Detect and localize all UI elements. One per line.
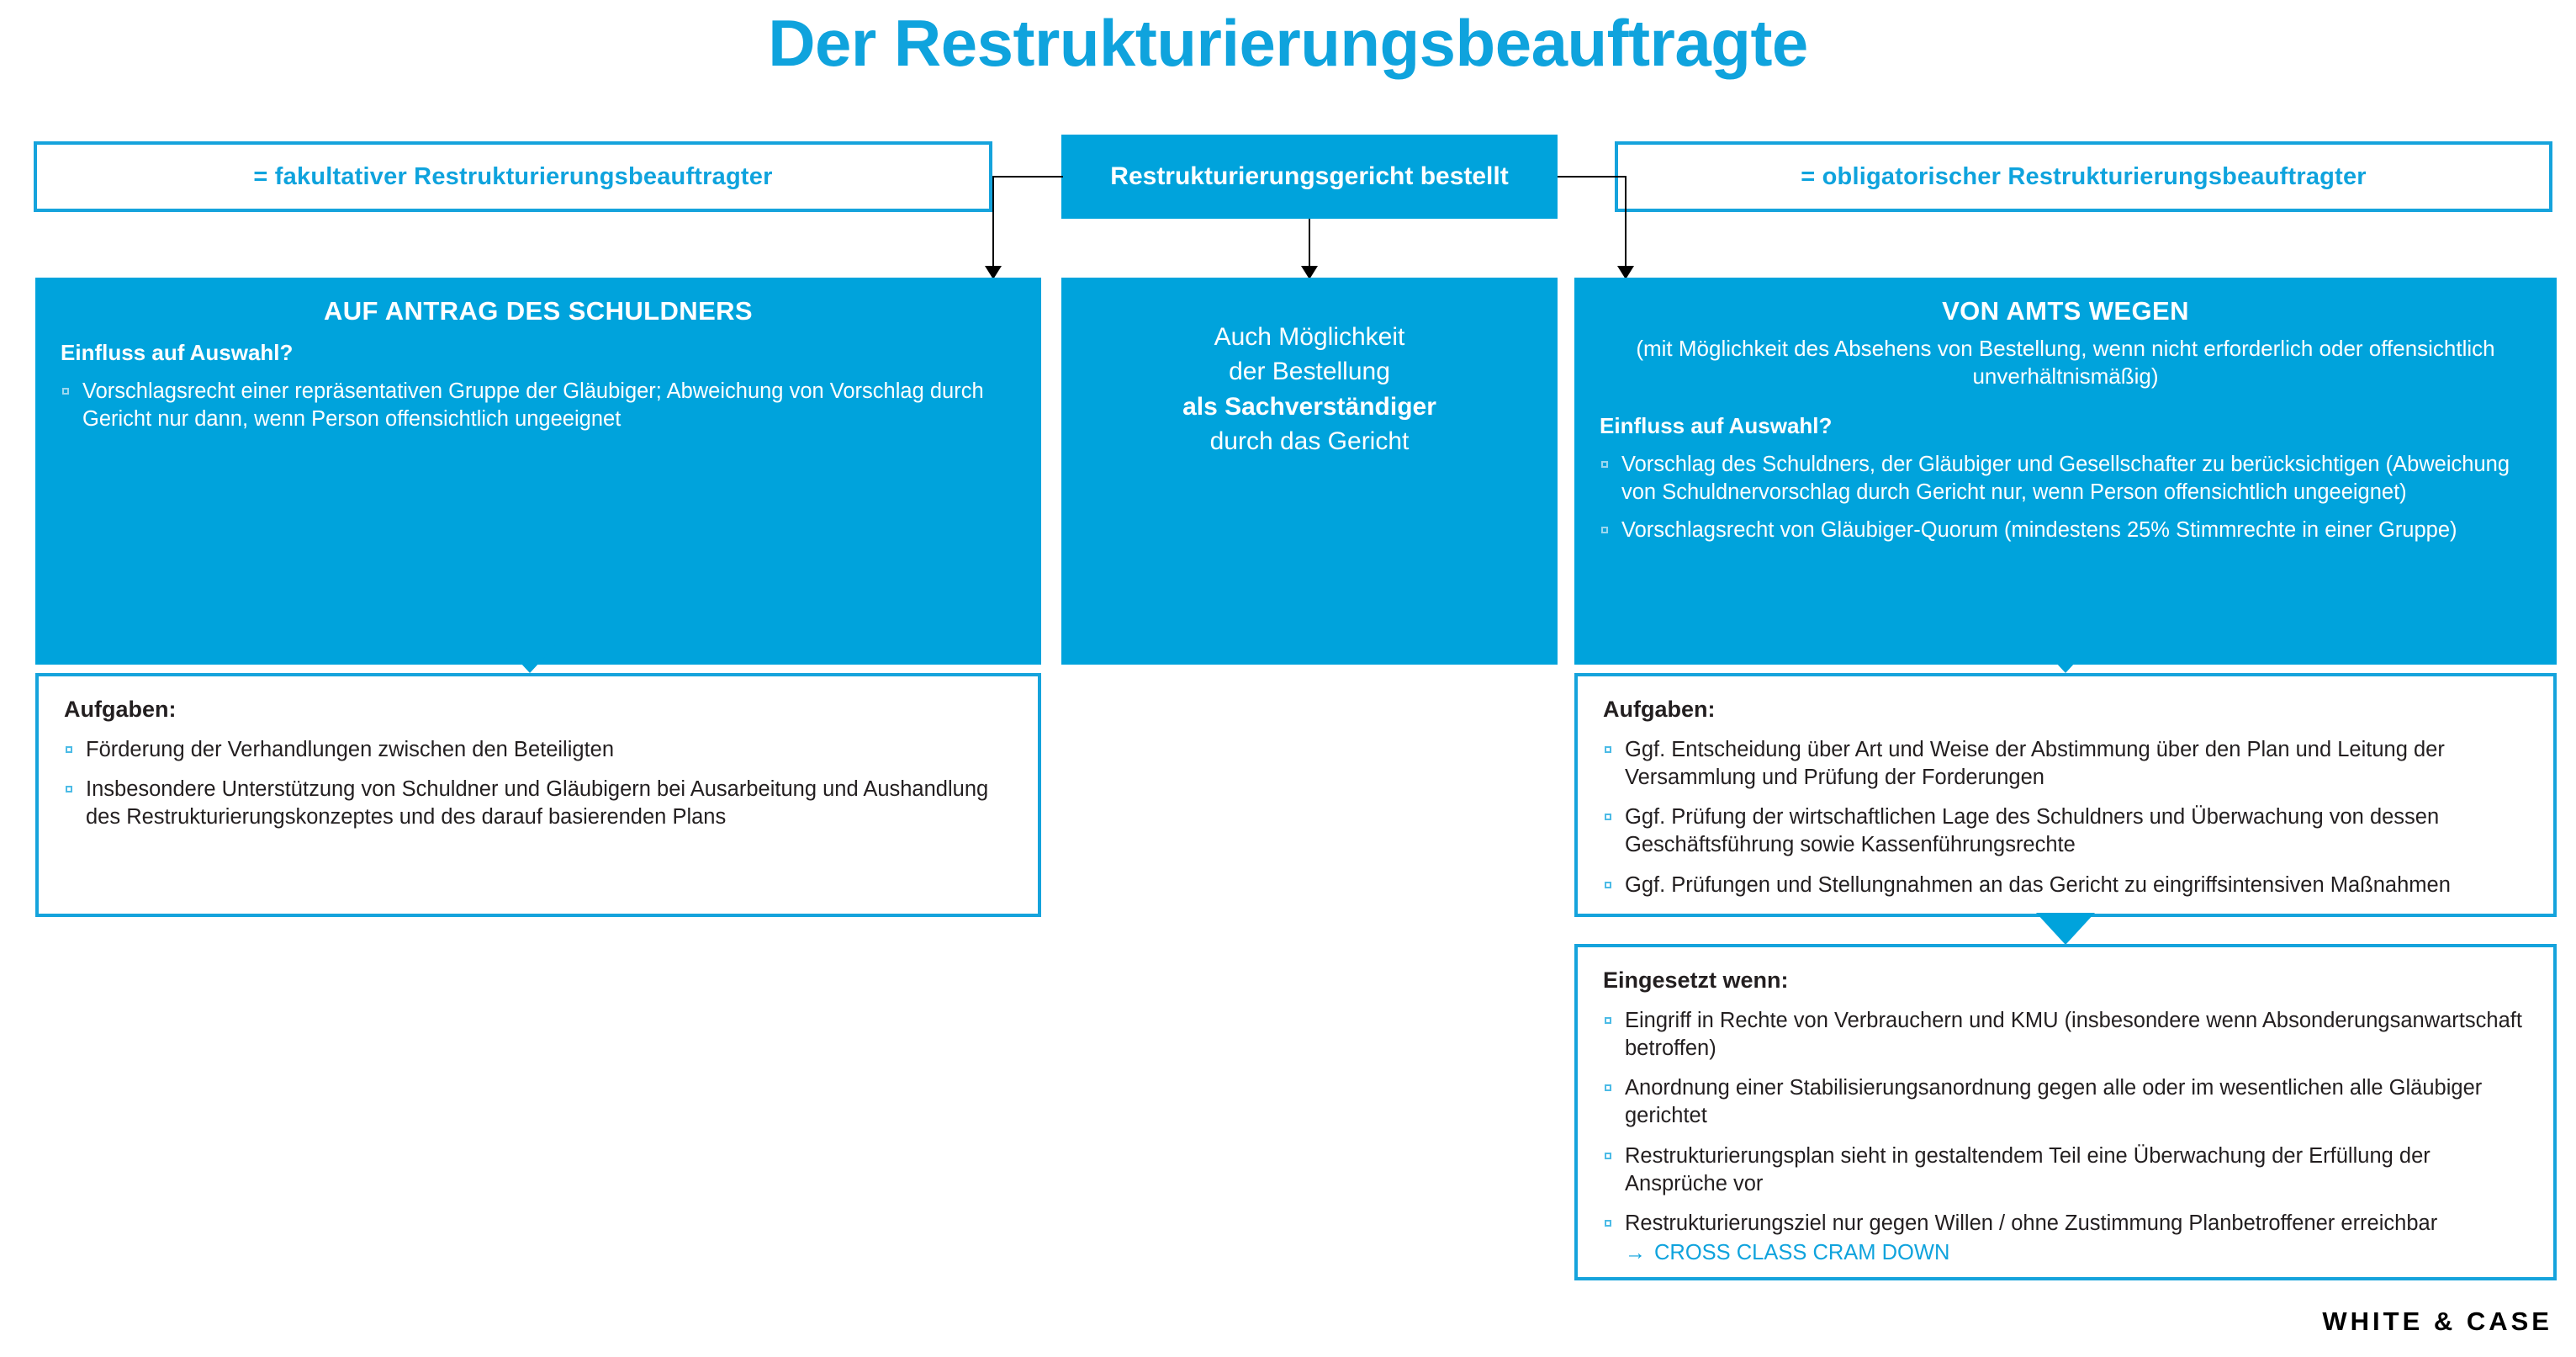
middle-line-4: durch das Gericht <box>1209 427 1410 456</box>
list-item: Ggf. Prüfungen und Stellungnahmen an das… <box>1603 872 2530 899</box>
left-flow-triangle <box>500 641 559 673</box>
right-panel-von-amts-wegen: VON AMTS WEGEN (mit Möglichkeit des Abse… <box>1574 278 2557 665</box>
left-tasks-box: Aufgaben: Förderung der Verhandlungen zw… <box>35 673 1041 917</box>
list-item: Insbesondere Unterstützung von Schuldner… <box>64 776 1014 831</box>
middle-line-2: der Bestellung <box>1229 358 1390 386</box>
right-tasks-box: Aufgaben: Ggf. Entscheidung über Art und… <box>1574 673 2557 917</box>
list-item: Ggf. Prüfung der wirtschaftlichen Lage d… <box>1603 803 2530 859</box>
legend-box-obligatorisch: = obligatorischer Restrukturierungsbeauf… <box>1615 141 2552 212</box>
right-panel-subheading: Einfluss auf Auswahl? <box>1600 412 1833 438</box>
middle-line-3-bold: als Sachverständiger <box>1182 392 1436 421</box>
list-item-with-note: Restrukturierungsziel nur gegen Willen /… <box>1603 1210 2530 1267</box>
court-appointment-label: Restrukturierungsgericht bestellt <box>1110 162 1509 190</box>
middle-panel-sachverstaendiger: Auch Möglichkeit der Bestellung als Sach… <box>1061 278 1558 665</box>
cross-class-cram-down-note: → CROSS CLASS CRAM DOWN <box>1625 1239 2530 1267</box>
court-appointment-box: Restrukturierungsgericht bestellt <box>1061 135 1558 219</box>
middle-line-1: Auch Möglichkeit <box>1214 323 1405 351</box>
left-panel-subheading: Einfluss auf Auswahl? <box>61 340 294 365</box>
right-conditions-heading: Eingesetzt wenn: <box>1603 967 1789 993</box>
legend-label-fakultativ: = fakultativer Restrukturierungsbeauftra… <box>253 162 773 190</box>
left-panel-bullet-list: Vorschlagsrecht einer repräsentativen Gr… <box>61 378 1016 433</box>
right-flow-triangle-2 <box>2036 913 2095 945</box>
right-tasks-heading: Aufgaben: <box>1603 697 1716 722</box>
connector-right-vertical <box>1625 176 1627 268</box>
legend-label-obligatorisch: = obligatorischer Restrukturierungsbeauf… <box>1801 162 2367 190</box>
right-panel-bullet-list: Vorschlag des Schuldners, der Gläubiger … <box>1600 451 2531 544</box>
right-panel-subtitle: (mit Möglichkeit des Absehens von Bestel… <box>1636 336 2495 390</box>
right-flow-triangle-1 <box>2036 641 2095 673</box>
connector-middle-vertical <box>1309 219 1310 268</box>
right-tasks-list: Ggf. Entscheidung über Art und Weise der… <box>1603 736 2530 899</box>
right-panel-title: VON AMTS WEGEN <box>1942 296 2189 326</box>
arrow-right-icon: → <box>1625 1240 1646 1264</box>
page-title: Der Restrukturierungsbeauftragte <box>768 6 1808 80</box>
left-tasks-heading: Aufgaben: <box>64 697 177 722</box>
list-item: Vorschlagsrecht von Gläubiger-Quorum (mi… <box>1600 517 2531 544</box>
left-panel-title: AUF ANTRAG DES SCHULDNERS <box>323 296 754 326</box>
right-conditions-list: Eingriff in Rechte von Verbrauchern und … <box>1603 1007 2530 1267</box>
left-panel-auf-antrag: AUF ANTRAG DES SCHULDNERS Einfluss auf A… <box>35 278 1041 665</box>
connector-right-horizontal <box>1558 176 1627 178</box>
right-conditions-box: Eingesetzt wenn: Eingriff in Rechte von … <box>1574 944 2557 1280</box>
legend-box-fakultativ: = fakultativer Restrukturierungsbeauftra… <box>34 141 992 212</box>
left-tasks-list: Förderung der Verhandlungen zwischen den… <box>64 736 1014 831</box>
connector-right-arrowhead <box>1617 266 1634 279</box>
connector-left-vertical <box>992 176 994 268</box>
list-item: Vorschlag des Schuldners, der Gläubiger … <box>1600 451 2531 506</box>
list-item: Ggf. Entscheidung über Art und Weise der… <box>1603 736 2530 792</box>
connector-left-arrowhead <box>985 266 1002 279</box>
connector-middle-arrowhead <box>1301 266 1318 279</box>
cross-class-cram-down-label: CROSS CLASS CRAM DOWN <box>1654 1240 1950 1264</box>
list-item: Eingriff in Rechte von Verbrauchern und … <box>1603 1007 2530 1063</box>
list-item-text: Restrukturierungsziel nur gegen Willen /… <box>1625 1211 2438 1235</box>
list-item: Anordnung einer Stabilisierungsanordnung… <box>1603 1074 2530 1130</box>
white-and-case-logo: WHITE & CASE <box>2322 1307 2552 1336</box>
list-item: Restrukturierungsplan sieht in gestalten… <box>1603 1142 2530 1198</box>
list-item: Vorschlagsrecht einer repräsentativen Gr… <box>61 378 1016 433</box>
connector-left-horizontal <box>992 176 1063 178</box>
list-item: Förderung der Verhandlungen zwischen den… <box>64 736 1014 764</box>
